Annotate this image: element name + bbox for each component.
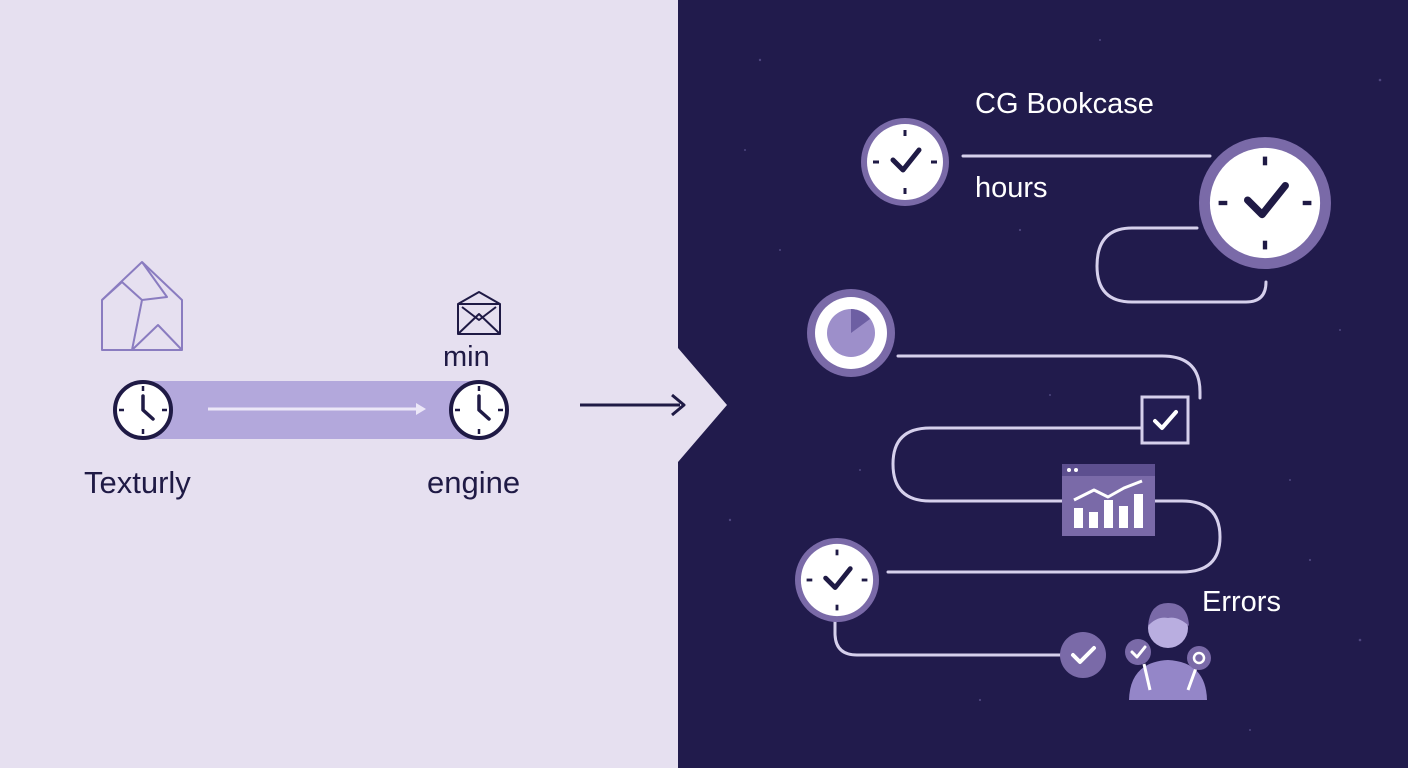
left-end-label: engine bbox=[427, 465, 521, 500]
reviewer-person-icon bbox=[1125, 603, 1211, 700]
left-start-label: Texturly bbox=[84, 465, 191, 500]
transition-arrow-head bbox=[671, 393, 686, 417]
right-errors-label: Errors bbox=[1202, 586, 1281, 618]
right-clock-large-icon bbox=[1199, 137, 1331, 269]
house-outline-icon bbox=[101, 261, 183, 351]
left-duration-label: min bbox=[443, 341, 490, 373]
checkbox-icon bbox=[1140, 395, 1190, 445]
start-clock-icon bbox=[113, 380, 173, 440]
envelope-icon bbox=[457, 291, 501, 335]
progress-arrow-head bbox=[416, 403, 426, 415]
right-clock-3-icon bbox=[795, 538, 879, 622]
star-specks bbox=[728, 39, 1382, 731]
winding-workflow-path bbox=[833, 154, 1268, 657]
loading-circle-icon bbox=[807, 289, 895, 377]
end-clock-icon bbox=[449, 380, 509, 440]
check-circle-icon bbox=[1060, 632, 1106, 678]
right-title-label: CG Bookcase bbox=[975, 88, 1154, 120]
right-duration-label: hours bbox=[975, 172, 1048, 204]
analytics-chart-icon bbox=[1062, 464, 1155, 536]
right-clock-1-icon bbox=[861, 118, 949, 206]
